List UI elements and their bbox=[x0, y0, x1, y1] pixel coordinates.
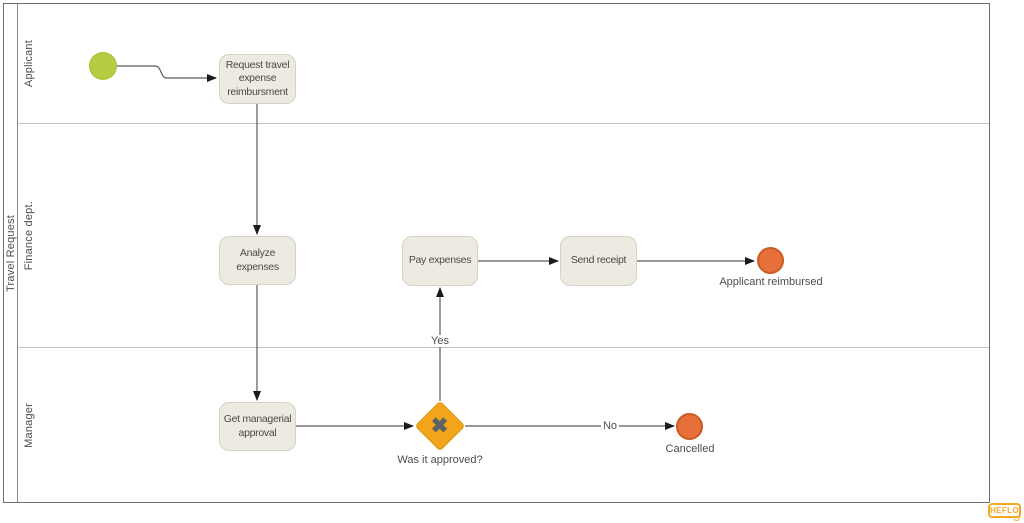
end-event-applicant-reimbursed[interactable] bbox=[757, 247, 784, 274]
lane-applicant-label: Applicant bbox=[23, 39, 35, 88]
edge-label-no: No bbox=[600, 420, 620, 432]
start-event[interactable] bbox=[89, 52, 117, 80]
lane-finance-dept: Finance dept. bbox=[18, 124, 989, 348]
heflo-logo-text: HEFLO bbox=[989, 506, 1020, 515]
end-cancelled-label: Cancelled bbox=[665, 443, 715, 455]
gateway-label: Was it approved? bbox=[397, 454, 483, 466]
lanes-container: Applicant Finance dept. Manager bbox=[18, 4, 989, 502]
lane-manager-header: Manager bbox=[19, 348, 39, 502]
lane-applicant-header: Applicant bbox=[19, 4, 39, 123]
task-analyze-label: Analyze expenses bbox=[236, 247, 279, 273]
pool-travel-request: Travel Request Applicant Finance dept. M… bbox=[3, 3, 990, 503]
edge-label-yes: Yes bbox=[429, 335, 451, 347]
task-request-label: Request travel expense reimbursment bbox=[225, 59, 290, 98]
task-pay-expenses[interactable]: Pay expenses bbox=[402, 236, 478, 286]
lane-manager: Manager bbox=[18, 348, 989, 502]
task-analyze-expenses[interactable]: Analyze expenses bbox=[219, 236, 296, 285]
lane-applicant: Applicant bbox=[18, 4, 989, 124]
gateway-x-icon: ✖ bbox=[431, 414, 449, 438]
heflo-logo-curl-icon bbox=[1012, 513, 1021, 522]
pool-header: Travel Request bbox=[4, 4, 18, 502]
end-reimbursed-label: Applicant reimbursed bbox=[719, 276, 823, 288]
lane-finance-dept-label: Finance dept. bbox=[23, 200, 35, 271]
lane-finance-dept-header: Finance dept. bbox=[19, 124, 39, 347]
task-send-receipt[interactable]: Send receipt bbox=[560, 236, 637, 286]
lane-manager-label: Manager bbox=[23, 402, 35, 448]
heflo-logo[interactable]: HEFLO bbox=[988, 503, 1021, 522]
task-get-managerial-approval[interactable]: Get managerial approval bbox=[219, 402, 296, 451]
task-approval-label: Get managerial approval bbox=[223, 413, 292, 439]
task-pay-label: Pay expenses bbox=[408, 254, 472, 267]
task-request-travel-expense-reimbursment[interactable]: Request travel expense reimbursment bbox=[219, 54, 296, 104]
task-send-label: Send receipt bbox=[570, 254, 627, 267]
end-event-cancelled[interactable] bbox=[676, 413, 703, 440]
pool-title: Travel Request bbox=[4, 214, 17, 292]
